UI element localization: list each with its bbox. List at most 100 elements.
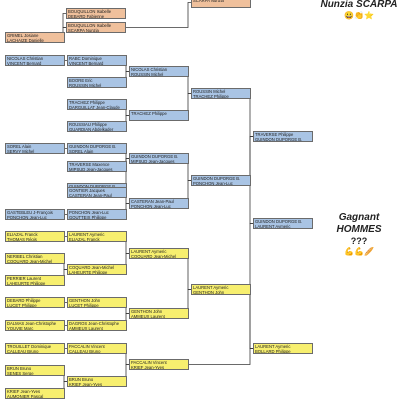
player-name: BOORE Eric [69,78,93,83]
bracket-connector [249,136,253,181]
winner-femmes-name: Nunzia SCARPA [320,0,398,10]
player-name: PACCALIN Vincent [69,344,105,349]
bracket-connector [249,223,313,349]
player-name: LAHEURTE Philippe [7,281,46,286]
player-name: LUCET Philippe [7,303,37,308]
match-box-r3-02: TRACHEZ Philippe [129,110,189,121]
match-box-r3-03: GUINDON DUPORGE B.MIPSUD Jean-Jacques [129,153,189,164]
player-name: GUINDON DUPORGE B. [131,154,179,159]
player-name: COQUARD Jean-Michel [7,259,53,264]
bracket-connector [126,2,191,28]
player-name: BOUQUILLON Isabelle [68,9,112,14]
player-name: COQUARD Jean-Michel [69,265,115,270]
player-name: CALLEAU Bruno [7,349,39,354]
player-name: NICOLAS Christian [131,67,168,72]
player-name: TRACHEZ Philippe [193,94,229,99]
player-name: PONCHON Jean-Luc [69,210,109,215]
player-name: SOREL Alain [69,149,94,154]
match-box-r2-06: GUINDON DUPORGE B.SOREL Alain [67,143,127,154]
player-name: AUMONIER Pascal [7,394,44,399]
winner-femmes: Nunzia SCARPA 😀👏⭐ [318,0,400,21]
player-name: PONCHON Jean-Luc [7,215,47,220]
winner-hommes-mystery: ??? [350,236,368,246]
player-name: GONTIER Jacques [69,188,105,193]
player-name: MIPSUD Jean-Jacques [131,159,175,164]
winner-hommes: Gagnant HOMMES ??? 💪💪🥖 [318,212,400,257]
player-name: THOMAS Régis [7,237,37,242]
winner-hommes-emojis: 💪💪🥖 [344,247,374,256]
player-name: GRIMEL Josiane [7,33,39,38]
player-name: PONCHON Jean-Luc [131,204,171,209]
player-name: ROUSSIAU Philippe [69,122,107,127]
player-name: GUINDON DUPORGE B. [255,137,303,142]
winner-femmes-emojis: 😀👏⭐ [344,11,374,20]
player-name: CASTERAN Jean-Paul [69,193,112,198]
player-name: SENES Serge [7,371,34,376]
player-name: LAURENT Aymeric [255,224,291,229]
player-name: LAURENT Aymeric [131,249,167,254]
player-name: VINCENT Bernard [7,61,42,66]
player-name: PONCHON Jean-Luc [193,181,233,186]
player-name: AMMEUX Laurent [131,314,165,319]
player-name: SCARPA Nunzia [68,28,99,33]
player-name: TRACHEZ Philippe [69,100,105,105]
player-name: KRIEF Jean-Yves [131,365,165,370]
player-name: GUINDON DUPORGE B. [69,184,125,189]
player-name: GUARDIAN Abdelkader [69,127,114,132]
player-name: CALLEAU Bruno [69,349,101,354]
player-name: YOUVIE Marc [7,326,34,331]
player-name: DAGROS Jean-Christophe [69,321,120,326]
player-name: GENTHON John [193,290,225,295]
player-name: GUINDON DUPORGE B. [193,176,241,181]
match-box-r4-02: GUINDON DUPORGE B.PONCHON Jean-Luc [191,175,251,186]
player-name: KRIEF Jean-Yves [69,382,103,387]
player-name: NERIBEL Christian [7,254,43,259]
player-name: LAURENT Aymeric [69,232,105,237]
player-name: ELIAZAL Franck [69,237,100,242]
bracket-connector [249,289,253,349]
player-name: LAURENT Aymeric [193,285,229,290]
player-name: GUINDON DUPORGE B. [255,219,303,224]
player-name: BOUQUILLON Isabelle [68,23,112,28]
player-name: GUINDON DUPORGE B. [69,144,117,149]
player-name: DEBARD Philippe [7,298,41,303]
player-name: DALMAS Jean-Christophe [7,321,57,326]
player-name: TRACHEZ Philippe [131,111,167,116]
player-name: DEBARD Fabienne [68,14,105,19]
player-name: KRIEF Jean-Yves [7,389,41,394]
player-name: GOUTTEIX Philippe [69,215,107,220]
player-name: ROUSSIN Michel [131,72,164,77]
player-name: LAURENT Aymeric [255,344,291,349]
player-name: LACHAIZE Danielle [7,38,44,43]
player-name: BOLLARD Philippe [255,349,291,354]
player-name: LUCET Philippe [69,303,99,308]
player-name: DARGUILLAT Jean-Claude [69,105,120,110]
player-name: ELIAZAL Franck [7,232,38,237]
player-name: MIPSUD Jean-Jacques [69,167,113,172]
bracket-connector [249,136,313,224]
player-name: SCARPA Nunzia [193,0,224,3]
